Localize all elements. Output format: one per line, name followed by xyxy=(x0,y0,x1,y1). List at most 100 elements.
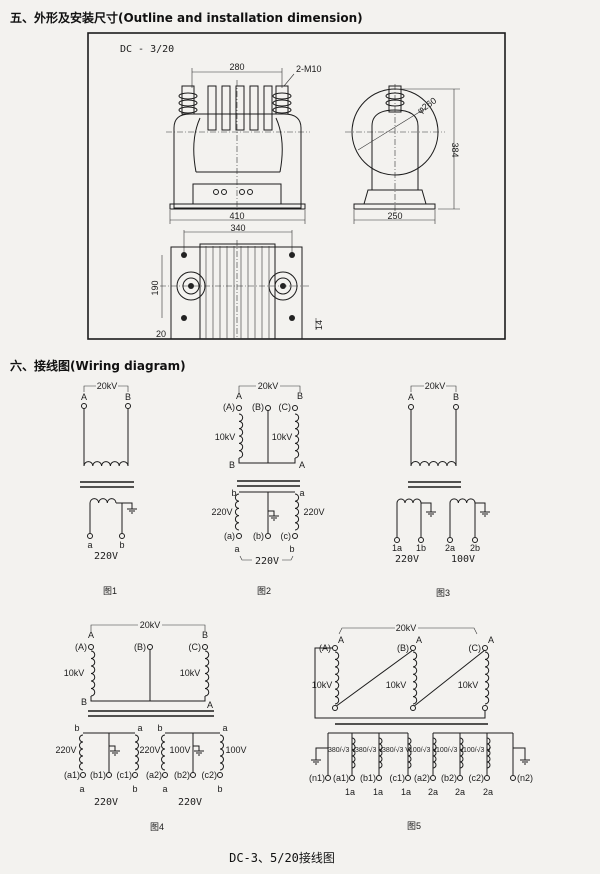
fig1-terminal-B: B xyxy=(125,392,131,402)
fig5-terminal: (c1) xyxy=(390,773,406,783)
fig5-terminal: (n1) xyxy=(309,773,325,783)
fig2-label-b: b xyxy=(231,488,236,498)
fig5-terminal: (a1) xyxy=(333,773,349,783)
fig4-terminal: (c2) xyxy=(202,770,218,780)
fig3-v2-label: 100V xyxy=(451,554,475,565)
coil-winding xyxy=(459,737,464,769)
fig4-terminal: (a1) xyxy=(64,770,80,780)
fig4-label-a2: a xyxy=(222,723,227,733)
fig5-group: 1a xyxy=(401,787,411,797)
coil-winding xyxy=(396,498,422,504)
fig5-caption: 图5 xyxy=(407,821,421,831)
fig4-hv-label: 20kV xyxy=(140,620,161,630)
insulator-left xyxy=(178,85,198,115)
coil-winding xyxy=(204,650,210,697)
fig2-v-left: 220V xyxy=(211,507,232,517)
fig3-terminal-B: B xyxy=(453,392,459,402)
fig5-terminal-B: (B) xyxy=(397,643,409,653)
fig1-lv-label: 220V xyxy=(94,551,118,562)
dim-diameter-260: φ260 xyxy=(415,95,438,115)
fig1-terminal-A: A xyxy=(81,392,87,402)
coil-winding xyxy=(410,461,457,467)
ground-icon xyxy=(426,511,490,517)
fig1-hv-label: 20kV xyxy=(97,381,118,391)
fig1-caption: 图1 xyxy=(103,586,117,596)
fig2-label-a: a xyxy=(299,488,304,498)
fig1-primary-coil xyxy=(83,461,129,467)
fig2-terminal-B: (B) xyxy=(252,402,264,412)
coil-winding xyxy=(79,734,84,771)
wiring-figure-1: 20kV A B a b 220V 图1 xyxy=(80,381,137,596)
fig2-kv-left: 10kV xyxy=(215,432,236,442)
fig5-ratio: 100/√3 V xyxy=(409,746,437,754)
fig2-label-a2: a xyxy=(234,544,239,554)
fig4-label-b: b xyxy=(132,784,137,794)
diagram-footer-title: DC-3、5/20接线图 xyxy=(229,850,335,865)
fig4-label-A-bottom: A xyxy=(207,700,213,710)
fig5-kv3: 10kV xyxy=(458,680,479,690)
fig4-label-b1: b xyxy=(74,723,79,733)
coil-winding xyxy=(378,737,383,769)
coil-winding xyxy=(161,734,166,771)
section6-title: 六、接线图(Wiring diagram) xyxy=(10,358,186,373)
fig3-hv-label: 20kV xyxy=(425,381,446,391)
fig4-terminal-B: (B) xyxy=(134,642,146,652)
fig4-lv1: 220V xyxy=(94,797,118,808)
coil-winding xyxy=(412,651,418,705)
fig4-v4: 100V xyxy=(225,745,246,755)
fig4-label-b2b: b xyxy=(217,784,222,794)
fig4-v2: 220V xyxy=(139,745,160,755)
fig5-group: 1a xyxy=(345,787,355,797)
fig4-kv-left: 10kV xyxy=(64,668,85,678)
fig2-terminal-b: (b) xyxy=(253,531,264,541)
fig5-terminal: (n2) xyxy=(517,773,533,783)
coil-winding xyxy=(219,734,224,771)
fig4-v3: 100V xyxy=(169,745,190,755)
fig2-hv-label: 20kV xyxy=(258,381,279,391)
fig4-lv2: 220V xyxy=(178,797,202,808)
coil-winding xyxy=(294,493,300,531)
fig4-label-A: A xyxy=(88,630,94,640)
fig5-label-A2: A xyxy=(416,635,422,645)
fig2-lv-label: 220V xyxy=(255,556,279,567)
dim-280: 280 xyxy=(229,62,244,72)
fig2-terminal-c: (c) xyxy=(281,531,292,541)
fig3-terminal-2a: 2a xyxy=(445,543,455,553)
fig2-v-right: 220V xyxy=(303,507,324,517)
fig3-v1-label: 220V xyxy=(395,554,419,565)
fig4-caption: 图4 xyxy=(150,822,164,832)
ground-icon xyxy=(110,750,204,756)
fig4-v1: 220V xyxy=(55,745,76,755)
fig5-terminal-C: (C) xyxy=(469,643,482,653)
fig3-caption: 图3 xyxy=(436,588,450,598)
fig5-group: 2a xyxy=(455,787,465,797)
fig4-kv-right: 10kV xyxy=(180,668,201,678)
dim-410: 410 xyxy=(229,211,244,221)
fig4-terminal-A: (A) xyxy=(75,642,87,652)
fig4-terminal: (c1) xyxy=(117,770,133,780)
side-view: φ260 384 250 xyxy=(345,84,460,224)
wiring-figure-5: 20kV (A) (B) (C) A A A 10kV 10kV 10kV 38… xyxy=(309,623,533,831)
fig4-terminal: (b1) xyxy=(90,770,106,780)
front-view: 280 2-M10 410 xyxy=(166,62,322,224)
fig4-label-a2b: a xyxy=(162,784,167,794)
fig2-caption: 图2 xyxy=(257,586,271,596)
bolt-label: 2-M10 xyxy=(296,64,322,74)
wiring-figure-4: 20kV A B (A) (B) (C) 10kV 10kV B A b a b… xyxy=(55,620,246,832)
coil-winding xyxy=(432,737,437,769)
fig3-terminal-A: A xyxy=(408,392,414,402)
coil-winding xyxy=(484,651,490,705)
ground-icon xyxy=(311,759,530,765)
coil-winding xyxy=(234,493,240,531)
fig4-terminal: (a2) xyxy=(146,770,162,780)
fig2-terminal-a: (a) xyxy=(224,531,235,541)
fig4-label-B-bottom: B xyxy=(81,697,87,707)
fig5-ratio: 380/√3 V xyxy=(328,746,356,754)
fig5-kv1: 10kV xyxy=(312,680,333,690)
section5-title: 五、外形及安装尺寸(Outline and installation dimen… xyxy=(10,10,363,25)
fig1-secondary-coil xyxy=(89,498,117,504)
coil-winding xyxy=(334,651,340,705)
top-view: 340 190 14 20 xyxy=(150,223,324,340)
fig2-label-B: B xyxy=(297,391,303,401)
